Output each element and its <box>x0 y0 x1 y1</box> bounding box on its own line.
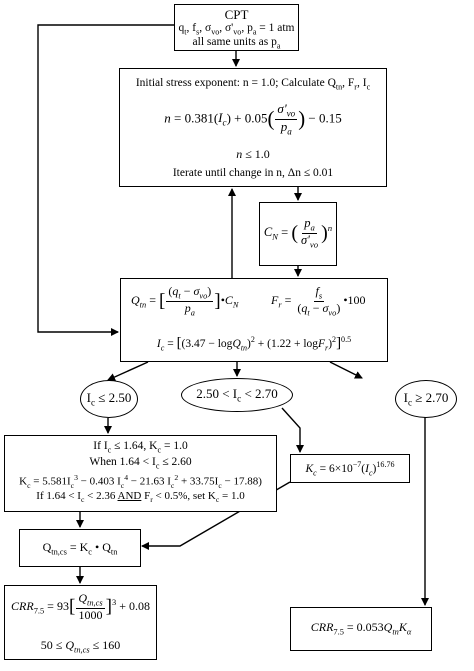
crr-right-formula: CRR7.5 = 0.053QtnKα <box>310 620 412 637</box>
cpt-params: qt, fs, σvo, σ'vo, pa = 1 atm <box>178 22 295 37</box>
n-constraint: n ≤ 1.0 <box>236 147 270 161</box>
qtncs-formula: Qtn,cs = Kc • Qtn <box>42 540 118 557</box>
iterate-text: Iterate until change in n, Δn ≤ 0.01 <box>172 167 334 179</box>
arrow-cpt-to-main <box>37 24 174 336</box>
kc-box: If Ic ≤ 1.64, Kc = 1.0 When 1.64 < Ic ≤ … <box>4 435 277 512</box>
ic-formula: Ic = [(3.47 − logQtn)2 + (1.22 + logFr)2… <box>156 335 352 353</box>
kc-line1: If Ic ≤ 1.64, Kc = 1.0 <box>93 440 188 455</box>
initial-exponent-box: Initial stress exponent: n = 1.0; Calcul… <box>119 68 387 187</box>
branch-ic-ge-270: Ic ≥ 2.70 <box>395 380 457 418</box>
cpt-units: all same units as pa <box>192 36 281 51</box>
kc-transition-formula: Kc = 6×10−7(Ic)16.76 <box>305 460 395 478</box>
qtncs-box: Qtn,cs = Kc • Qtn <box>19 529 141 567</box>
cpt-title: CPT <box>224 7 249 22</box>
branch-ic-le-250: Ic ≤ 2.50 <box>80 380 138 418</box>
cpt-box: CPT qt, fs, σvo, σ'vo, pa = 1 atm all sa… <box>174 4 299 51</box>
main-calculation-box: Qtn = [(qt − σvo)pa]•CN Fr = fs(qt − σvo… <box>120 278 388 362</box>
initial-header: Initial stress exponent: n = 1.0; Calcul… <box>135 77 371 92</box>
kc-line2: When 1.64 < Ic ≤ 2.60 <box>89 456 192 471</box>
branch-ic-between: 2.50 < Ic < 2.70 <box>181 378 293 412</box>
kc-transition-box: Kc = 6×10−7(Ic)16.76 <box>290 454 410 483</box>
arrow-main-to-left <box>107 361 149 381</box>
crr-right-box: CRR7.5 = 0.053QtnKα <box>290 607 432 651</box>
kc-line3: Kc = 5.581Ic3 − 0.403 Ic4 − 21.63 Ic2 + … <box>19 473 262 490</box>
kc-line4: If 1.64 < Ic < 2.36 AND Fr < 0.5%, set K… <box>36 490 245 505</box>
qtn-formula: Qtn = [(qt − σvo)pa]•CN <box>131 284 239 318</box>
arrow-middle-to-kctrans <box>281 407 304 453</box>
fr-formula: Fr = fs(qt − σvo)•100 <box>271 284 366 318</box>
crr-left-range: 50 ≤ Qtn,cs ≤ 160 <box>40 638 121 655</box>
arrow-main-to-right <box>329 361 363 379</box>
